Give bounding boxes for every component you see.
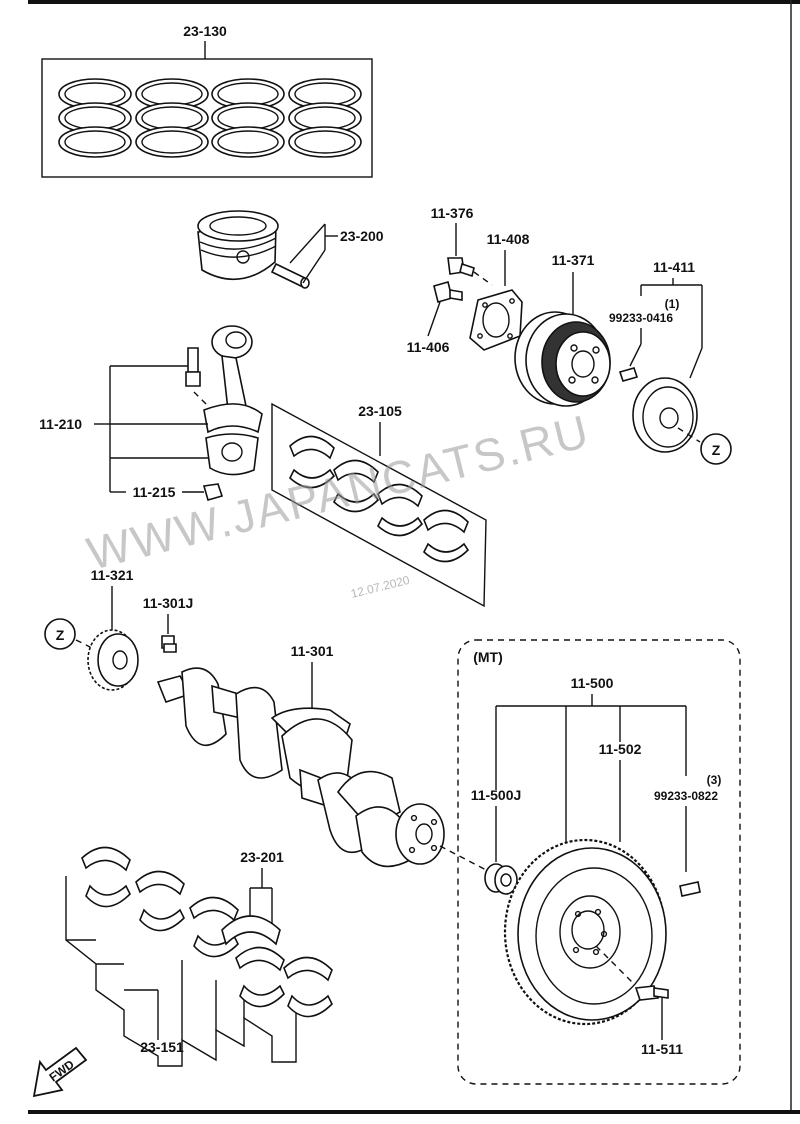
rod-bearing-set-group: 23-105	[271, 402, 487, 608]
watermark: WWW.JAPANCATS.RU 12.07.2020	[82, 404, 595, 600]
label-23-151[interactable]: 23-151	[140, 1039, 184, 1055]
label-11-371[interactable]: 11-371	[552, 252, 595, 268]
ref-z-left-text[interactable]: Z	[56, 627, 65, 643]
fwd-arrow-icon: FWD	[32, 1046, 88, 1098]
label-23-105[interactable]: 23-105	[358, 403, 402, 419]
label-99233-0416[interactable]: 99233-0416	[609, 311, 673, 325]
ref-z-right: Z	[700, 433, 732, 465]
pilot-bearing-icon	[484, 863, 518, 895]
crankshaft-icon	[156, 667, 445, 868]
main-bearing-shells-icon	[81, 846, 333, 1018]
washer-11-408-icon	[469, 289, 523, 351]
label-23-201[interactable]: 23-201	[240, 849, 284, 865]
bolt-11-406-icon	[433, 281, 463, 303]
flywheel-icon	[503, 838, 667, 1026]
crank-pulley-icon	[514, 311, 611, 407]
key-icon	[161, 635, 177, 653]
piston-icon	[197, 210, 279, 281]
piston-pin-icon	[270, 262, 310, 289]
bearing-set-box	[271, 402, 487, 608]
rod-bolt-icon	[185, 347, 201, 387]
label-11-500[interactable]: 11-500	[571, 675, 614, 691]
label-11-210[interactable]: 11-210	[39, 416, 82, 432]
mt-flywheel-group: (MT) 11-500 11-502 11-500J (3) 99233-082…	[457, 639, 741, 1085]
label-99233-0822[interactable]: 99233-0822	[654, 789, 718, 803]
label-mt[interactable]: (MT)	[473, 649, 503, 665]
top-border	[28, 0, 800, 4]
label-11-215[interactable]: 11-215	[133, 484, 176, 500]
timing-sprocket-icon	[87, 629, 139, 691]
pulley-area: 11-376 11-408 11-406 11-371	[407, 205, 732, 465]
rod-nut-icon	[202, 483, 224, 501]
flywheel-bolt-icon	[634, 985, 669, 1001]
piston-group: 23-200	[197, 210, 384, 289]
label-qty-3[interactable]: (3)	[707, 773, 722, 787]
label-qty-1[interactable]: (1)	[665, 297, 680, 311]
label-11-408[interactable]: 11-408	[487, 231, 530, 247]
label-11-321[interactable]: 11-321	[91, 567, 134, 583]
label-11-500J[interactable]: 11-500J	[471, 787, 522, 803]
rod-bearing-shells-icon	[289, 435, 470, 563]
label-23-200[interactable]: 23-200	[340, 228, 384, 244]
piston-ring-set-group: 23-130	[41, 23, 373, 178]
mt-dashed-box	[457, 639, 741, 1085]
piston-rings-icon	[58, 78, 362, 158]
label-11-411[interactable]: 11-411	[653, 259, 695, 275]
pulley-plate-icon	[632, 377, 698, 453]
watermark-date: 12.07.2020	[349, 573, 411, 601]
label-23-130[interactable]: 23-130	[183, 23, 227, 39]
ring-set-box	[41, 58, 373, 178]
sprocket-group: 11-321 Z 11-301J	[44, 567, 194, 691]
bottom-border	[28, 1110, 800, 1114]
label-11-502[interactable]: 11-502	[599, 741, 642, 757]
connecting-rod-icon	[203, 325, 263, 476]
ref-z-right-text[interactable]: Z	[712, 442, 721, 458]
label-11-406[interactable]: 11-406	[407, 339, 450, 355]
crankshaft-group: 11-301	[156, 643, 491, 873]
ref-z-left: Z	[44, 618, 76, 650]
label-11-376[interactable]: 11-376	[431, 205, 474, 221]
main-bearing-group: 23-201 23-151	[65, 846, 333, 1067]
label-11-301J[interactable]: 11-301J	[143, 595, 194, 611]
label-11-511[interactable]: 11-511	[641, 1041, 683, 1057]
bolt-11-376-icon	[447, 257, 475, 278]
dowel-pin-0416-icon	[618, 367, 639, 382]
conn-rod-group: 11-210 11-215	[39, 325, 263, 501]
label-11-301[interactable]: 11-301	[291, 643, 334, 659]
dowel-pin-0822-icon	[679, 881, 701, 897]
